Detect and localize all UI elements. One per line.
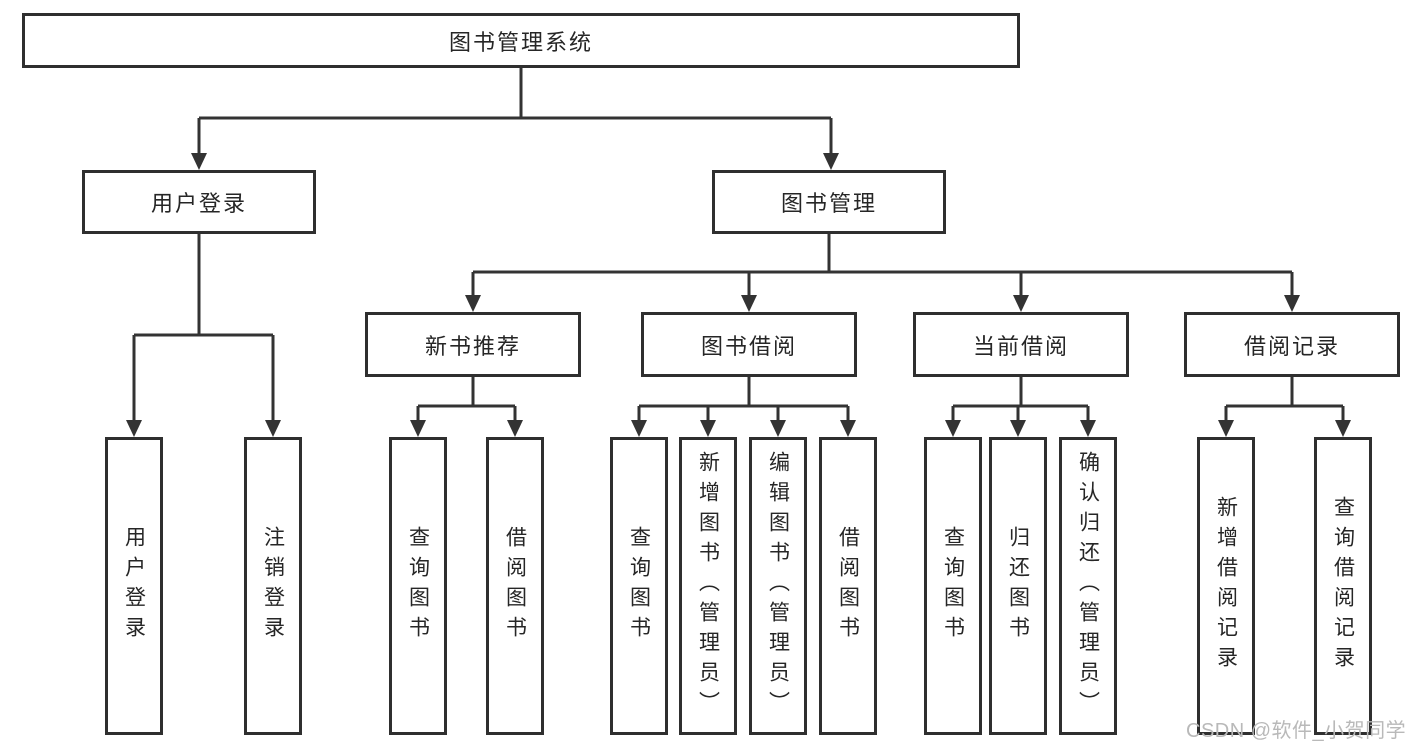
- leaf-query-books-current: 查询图书: [924, 437, 982, 735]
- node-current-borrowing: 当前借阅: [913, 312, 1129, 377]
- node-new-book-recommend-label: 新书推荐: [424, 333, 521, 359]
- leaf-return-books: 归还图书: [989, 437, 1047, 735]
- node-book-management-label: 图书管理: [780, 191, 877, 216]
- node-root: 图书管理系统: [22, 13, 1020, 68]
- leaf-add-books-admin: 新增图书（管理员）: [679, 437, 737, 735]
- leaf-add-books-admin-label: 新增图书（管理员）: [696, 451, 720, 721]
- node-root-label: 图书管理系统: [448, 29, 593, 55]
- leaf-borrow-books-recommend: 借阅图书: [486, 437, 544, 735]
- leaf-borrow-books-recommend-label: 借阅图书: [503, 526, 527, 646]
- node-borrowing-records-label: 借阅记录: [1243, 333, 1340, 359]
- leaf-logout: 注销登录: [244, 437, 302, 735]
- leaf-user-login-label: 用户登录: [122, 526, 146, 646]
- csdn-watermark: CSDN @软件_小贺同学: [1186, 720, 1405, 742]
- node-book-management: 图书管理: [712, 170, 946, 234]
- leaf-return-books-label: 归还图书: [1006, 526, 1030, 646]
- node-book-borrowing: 图书借阅: [641, 312, 857, 377]
- leaf-edit-books-admin: 编辑图书（管理员）: [749, 437, 807, 735]
- node-book-borrowing-label: 图书借阅: [700, 333, 797, 359]
- leaf-borrow-books-label: 借阅图书: [836, 526, 860, 646]
- leaf-logout-label: 注销登录: [261, 526, 285, 646]
- leaf-add-borrow-record: 新增借阅记录: [1197, 437, 1255, 735]
- leaf-query-books-recommend: 查询图书: [389, 437, 447, 735]
- leaf-borrow-books: 借阅图书: [819, 437, 877, 735]
- leaf-query-books-borrowing-label: 查询图书: [627, 526, 651, 646]
- node-current-borrowing-label: 当前借阅: [972, 333, 1069, 359]
- leaf-query-books-recommend-label: 查询图书: [406, 526, 430, 646]
- node-borrowing-records: 借阅记录: [1184, 312, 1400, 377]
- node-user-login-label: 用户登录: [150, 191, 247, 216]
- leaf-add-borrow-record-label: 新增借阅记录: [1214, 496, 1238, 676]
- arrowheads: [126, 153, 1351, 437]
- node-user-login: 用户登录: [82, 170, 316, 234]
- leaf-user-login: 用户登录: [105, 437, 163, 735]
- leaf-query-books-borrowing: 查询图书: [610, 437, 668, 735]
- leaf-edit-books-admin-label: 编辑图书（管理员）: [766, 451, 790, 721]
- leaf-confirm-return-admin: 确认归还（管理员）: [1059, 437, 1117, 735]
- leaf-query-borrow-record-label: 查询借阅记录: [1331, 496, 1355, 676]
- node-new-book-recommend: 新书推荐: [365, 312, 581, 377]
- leaf-query-borrow-record: 查询借阅记录: [1314, 437, 1372, 735]
- leaf-confirm-return-admin-label: 确认归还（管理员）: [1076, 451, 1100, 721]
- leaf-query-books-current-label: 查询图书: [941, 526, 965, 646]
